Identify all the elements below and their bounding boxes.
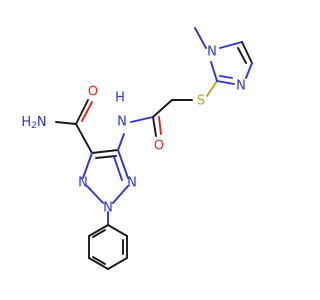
bond-c4i-n3 bbox=[245, 62, 253, 79]
bond-n3-c2-double bbox=[219, 75, 233, 79]
bond-amide-c-o bbox=[75, 99, 89, 125]
amide-nh2-label: H2N bbox=[21, 115, 46, 132]
structure-diagram: H2N O H N O S N N N N N bbox=[21, 27, 253, 270]
linker-nh-n-label: N bbox=[117, 115, 127, 130]
linker-nh-h-label: H bbox=[115, 91, 125, 106]
bond-n1-methyl bbox=[194, 27, 207, 49]
bond-ph-4 bbox=[88, 257, 109, 270]
thioether-sulfur-label: S bbox=[197, 94, 205, 109]
bond-amide-c-o-2 bbox=[81, 101, 93, 122]
bond-n3-n2 bbox=[86, 185, 104, 204]
bond-ring-to-amide-c bbox=[75, 123, 93, 154]
bond-ph-inner-2 bbox=[92, 256, 106, 265]
bond-c2-n1 bbox=[210, 61, 218, 82]
bond-n2-n1 bbox=[112, 185, 129, 204]
triazole-n2-label: N bbox=[103, 201, 113, 216]
bond-c4-c5-double bbox=[95, 155, 117, 159]
bond-n1-c5 bbox=[117, 149, 129, 179]
imidazole-n3-label: N bbox=[236, 79, 246, 94]
bond-amide-c-n bbox=[55, 121, 77, 125]
imidazole-n1-label: N bbox=[207, 45, 217, 60]
bond-n1-c5i bbox=[219, 41, 243, 49]
bond-carbonyl-o bbox=[152, 116, 157, 137]
bond-ph-inner-3 bbox=[92, 229, 106, 238]
bond-c5-nh bbox=[117, 133, 125, 151]
bond-c4-c5 bbox=[91, 149, 119, 154]
bond-c5i-c4i bbox=[241, 41, 253, 64]
bond-c5i-c4i-double bbox=[237, 47, 247, 64]
bond-n1-c5-double bbox=[113, 156, 123, 181]
bond-ph-6 bbox=[88, 224, 109, 237]
molecule-canvas: H2N O H N O S N N N N N bbox=[21, 27, 253, 270]
linker-oxygen-label: O bbox=[154, 139, 164, 154]
bond-ph-3 bbox=[107, 257, 128, 270]
bond-nh-carbonyl bbox=[130, 116, 154, 123]
triazole-n3-label: N bbox=[78, 176, 88, 191]
bond-carbonyl-o-2 bbox=[158, 116, 162, 135]
triazole-n1-label: N bbox=[127, 176, 137, 191]
bond-s-imid bbox=[206, 80, 218, 97]
amide-oxygen-label: O bbox=[88, 85, 98, 100]
bond-n3-c2 bbox=[216, 80, 235, 85]
bond-c4-n3 bbox=[82, 152, 93, 179]
bond-carbonyl-ch2 bbox=[152, 99, 173, 118]
bond-ph-1 bbox=[107, 224, 128, 237]
